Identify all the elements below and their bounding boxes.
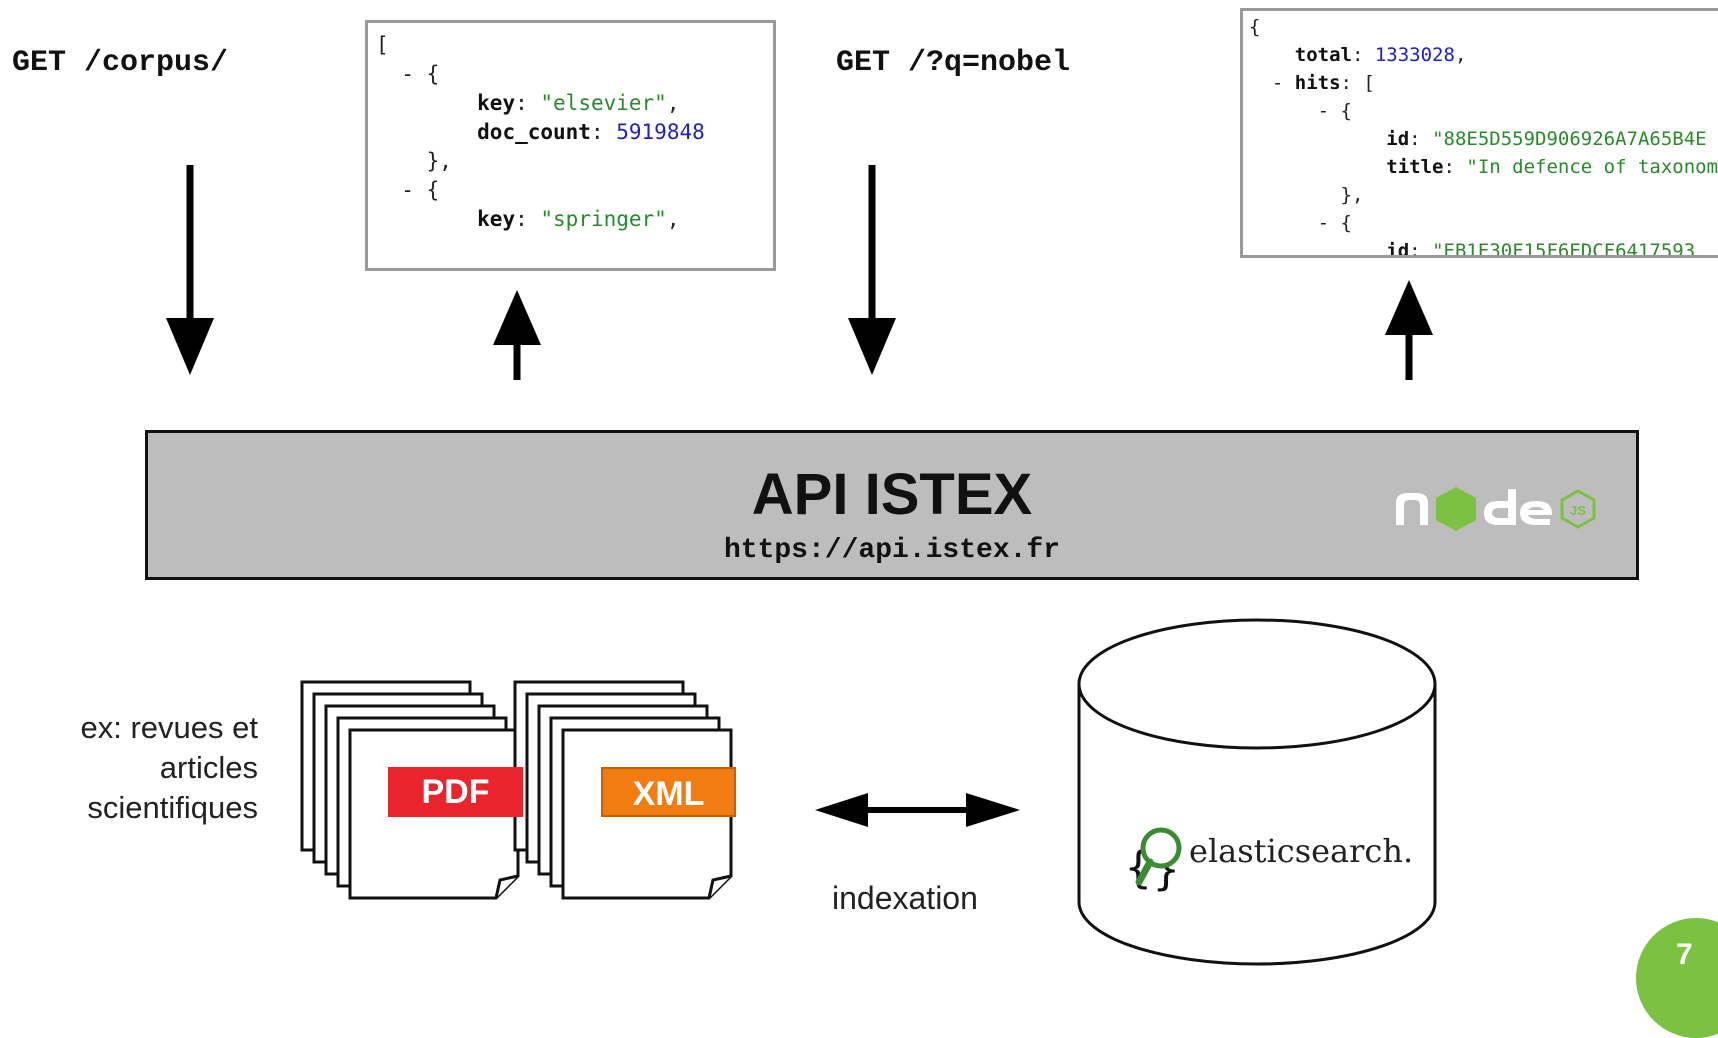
corpus-json-response: [ - { key: "elsevier", doc_count: 591984… — [365, 20, 776, 271]
corpus-json-punct: : — [515, 207, 541, 231]
search-json-punct: : — [1443, 156, 1467, 178]
search-json-number: 1333028 — [1374, 44, 1455, 66]
corpus-json-line: - { — [376, 60, 773, 89]
search-json-line: - { — [1249, 209, 1718, 237]
request-search-label: GET /?q=nobel — [836, 46, 1071, 80]
corpus-json-string: "elsevier" — [540, 91, 667, 115]
search-json-line: id: "88E5D559D906926A7A65B4E — [1249, 125, 1718, 153]
elasticsearch-database: { } — [1077, 618, 1437, 966]
search-json-string: "EB1E30F15F6EDCF6417593 — [1432, 240, 1696, 258]
arrows-layer — [166, 165, 1433, 827]
indexation-label: indexation — [832, 880, 978, 916]
corpus-json-string: "springer" — [540, 207, 667, 231]
corpus-json-key: doc_count — [477, 120, 591, 144]
corpus-json-text: [ - { key: "elsevier", doc_count: 591984… — [368, 23, 773, 234]
corpus-json-line: key: "elsevier", — [376, 89, 773, 118]
down-arrow-search — [848, 165, 896, 375]
search-json-string: "In defence of taxonomy — [1466, 156, 1718, 178]
corpus-json-key: key — [477, 91, 516, 115]
search-json-line: }, — [1249, 181, 1718, 209]
corpus-json-punct: , — [666, 91, 680, 115]
slide-number: 7 — [1676, 938, 1693, 971]
pdf-badge: PDF — [388, 767, 523, 817]
elasticsearch-icon: { } — [1125, 827, 1182, 895]
search-json-string: "88E5D559D906926A7A65B4E — [1432, 128, 1707, 150]
search-json-line: total: 1333028, — [1249, 41, 1718, 69]
search-json-response: { total: 1333028, - hits: [ - { id: "88E… — [1240, 8, 1718, 258]
request-corpus-label: GET /corpus/ — [12, 46, 229, 80]
corpus-json-line: [ — [376, 31, 773, 60]
search-json-line: title: "In defence of taxonomy — [1249, 153, 1718, 181]
corpus-json-line: doc_count: 5919848 — [376, 118, 773, 147]
search-json-punct: : — [1351, 44, 1375, 66]
corpus-json-punct: - { — [376, 178, 440, 202]
search-json-key: title — [1386, 156, 1444, 178]
elasticsearch-label: elasticsearch. — [1189, 832, 1414, 870]
svg-text:JS: JS — [1570, 503, 1586, 518]
corpus-json-line: key: "springer", — [376, 205, 773, 234]
search-json-key: total — [1294, 44, 1352, 66]
corpus-json-punct: : — [590, 120, 617, 144]
documents-caption-line2: articles — [159, 750, 258, 785]
api-istex-bar: API ISTEX https://api.istex.fr JS — [145, 430, 1639, 580]
search-json-line: - hits: [ — [1249, 69, 1718, 97]
api-title: API ISTEX — [751, 462, 1033, 527]
search-json-key: hits — [1294, 72, 1341, 94]
nodejs-logo-icon: JS — [1396, 487, 1596, 531]
corpus-json-punct: , — [666, 207, 680, 231]
search-json-key: id — [1386, 128, 1410, 150]
search-json-punct: : — [1409, 128, 1433, 150]
search-json-punct: : [ — [1340, 72, 1375, 94]
search-json-key: id — [1386, 240, 1410, 258]
search-json-line: - { — [1249, 97, 1718, 125]
up-arrow-search-response — [1385, 280, 1433, 380]
search-json-punct: }, — [1249, 184, 1364, 206]
documents-caption-line1: ex: revues et — [80, 710, 258, 745]
documents-caption: ex: revues et articles scientifiques — [20, 708, 258, 828]
search-json-line: { — [1249, 13, 1718, 41]
search-json-punct: { — [1249, 16, 1261, 38]
search-json-text: { total: 1333028, - hits: [ - { id: "88E… — [1243, 11, 1718, 258]
search-json-punct: - — [1249, 72, 1295, 94]
search-json-punct: , — [1454, 44, 1467, 66]
indexation-double-arrow — [815, 793, 1020, 827]
down-arrow-corpus — [166, 165, 214, 375]
corpus-json-punct: [ — [376, 33, 389, 57]
corpus-json-number: 5919848 — [616, 120, 705, 144]
search-json-punct: : — [1409, 240, 1433, 258]
search-json-punct: - { — [1249, 100, 1352, 122]
corpus-json-line: - { — [376, 176, 773, 205]
corpus-json-punct: }, — [376, 149, 452, 173]
documents-caption-line3: scientifiques — [87, 790, 258, 825]
corpus-json-key: key — [477, 207, 516, 231]
corpus-json-line: }, — [376, 147, 773, 176]
up-arrow-corpus-response — [493, 290, 541, 380]
xml-badge: XML — [601, 767, 736, 817]
search-json-punct: - { — [1249, 212, 1352, 234]
search-json-line: id: "EB1E30F15F6EDCF6417593 — [1249, 237, 1718, 258]
api-url: https://api.istex.fr — [723, 535, 1061, 566]
corpus-json-punct: : — [515, 91, 541, 115]
corpus-json-punct: - { — [376, 62, 440, 86]
